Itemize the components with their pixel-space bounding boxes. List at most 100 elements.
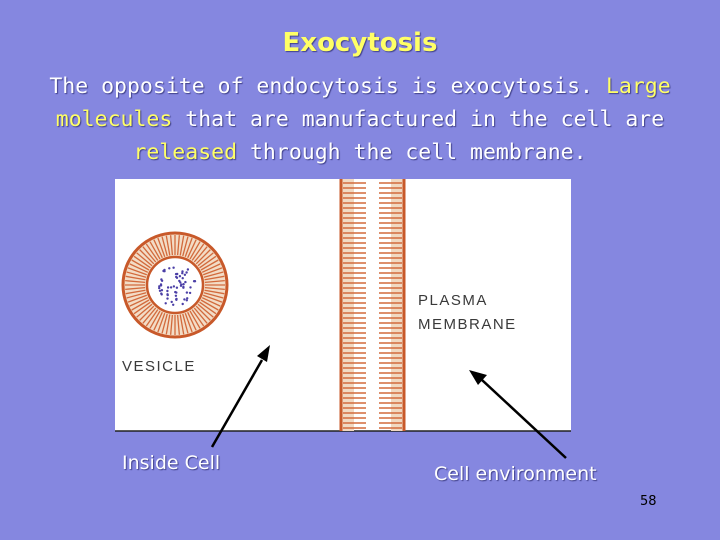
cargo-molecule bbox=[181, 302, 184, 306]
vesicle-lipid-tail bbox=[125, 275, 146, 281]
membrane-label-line2: MEMBRANE bbox=[418, 316, 517, 333]
vesicle-lipid-tail bbox=[193, 246, 208, 263]
vesicle-lipid-tail bbox=[139, 249, 155, 265]
cargo-molecule bbox=[182, 283, 185, 286]
vesicle-lipid-tail bbox=[176, 314, 181, 335]
cargo-molecule bbox=[192, 280, 196, 283]
cargo-molecule bbox=[172, 266, 175, 269]
vesicle-lipid-tail bbox=[126, 271, 147, 278]
cargo-molecule bbox=[158, 286, 161, 290]
cargo-molecule bbox=[164, 302, 167, 305]
cargo-molecule bbox=[185, 271, 188, 274]
cell-environment-label: Cell environment bbox=[434, 463, 597, 485]
vesicle-lipid-tail bbox=[125, 289, 146, 295]
cargo-molecule bbox=[188, 291, 192, 295]
vesicle-lipid-tail bbox=[142, 307, 157, 324]
vesicle-lipid-tail bbox=[142, 246, 157, 263]
vesicle-lipid-tail bbox=[157, 312, 166, 333]
cargo-molecule bbox=[185, 299, 188, 302]
cargo-molecule bbox=[170, 300, 173, 304]
vesicle-cargo-molecules bbox=[158, 266, 197, 306]
vesicle-lipid-tail bbox=[145, 243, 159, 261]
vesicle-lipid-tail bbox=[129, 297, 149, 307]
vesicle-lipid-tail bbox=[153, 239, 163, 259]
arrow-cell-environment bbox=[469, 370, 567, 459]
vesicle-lipid-tail bbox=[184, 237, 193, 258]
slide-title: Exocytosis bbox=[282, 28, 438, 58]
cargo-molecule bbox=[172, 303, 175, 306]
vesicle-lipid-tail bbox=[202, 294, 223, 303]
text-part-5: through the cell membrane. bbox=[249, 140, 587, 165]
cargo-molecule bbox=[181, 277, 184, 280]
vesicle-lipid-tail bbox=[204, 286, 225, 291]
cargo-molecule bbox=[159, 284, 163, 287]
vesicle-lipid-tail bbox=[149, 241, 161, 260]
vesicle-lipid-tail bbox=[203, 292, 224, 299]
vesicle-lipid-tail bbox=[125, 279, 146, 284]
cargo-molecule bbox=[158, 285, 161, 288]
vesicle-lipid-tail bbox=[201, 263, 221, 273]
vesicle-lipid-tail bbox=[161, 313, 168, 334]
vesicle bbox=[121, 231, 229, 339]
highlight-released: released bbox=[133, 140, 238, 165]
vesicle-lipid-tail bbox=[179, 235, 185, 256]
vesicle-lipid-tail bbox=[125, 286, 146, 291]
vesicle-lipid-tail bbox=[197, 252, 214, 267]
inside-cell-label: Inside Cell bbox=[122, 452, 221, 474]
cargo-molecule bbox=[183, 298, 186, 301]
vesicle-lipid-tail bbox=[176, 235, 181, 256]
cargo-molecule bbox=[166, 293, 169, 296]
cargo-molecule bbox=[179, 284, 183, 287]
vesicle-lipid-tail bbox=[201, 297, 221, 307]
arrow-inside-cell bbox=[210, 345, 270, 448]
cargo-molecule bbox=[158, 289, 162, 292]
cargo-molecule bbox=[185, 291, 189, 294]
cargo-molecule bbox=[183, 273, 187, 276]
cargo-molecule bbox=[174, 294, 178, 297]
cargo-molecule bbox=[186, 297, 189, 300]
cargo-molecule bbox=[186, 268, 190, 271]
text-part-3: that are manufactured in the cell are bbox=[185, 107, 665, 132]
vesicle-lipid-tail bbox=[200, 299, 219, 311]
cargo-molecule bbox=[175, 298, 178, 301]
vesicle-lipid-tail bbox=[165, 235, 171, 256]
vesicle-lipid-tail bbox=[191, 243, 205, 261]
vesicle-lipid-tail bbox=[133, 301, 151, 315]
cargo-molecule bbox=[166, 286, 170, 289]
vesicle-lipid-tail bbox=[131, 259, 150, 271]
page-number: 58 bbox=[640, 494, 657, 509]
vesicle-lipid-tail bbox=[165, 314, 171, 335]
vesicle-lipid-tail bbox=[195, 249, 211, 265]
vesicle-lipid-tail bbox=[202, 267, 223, 276]
cargo-molecule bbox=[175, 291, 178, 294]
cargo-molecule bbox=[189, 286, 192, 289]
vesicle-lipid-tail bbox=[127, 267, 148, 276]
cargo-molecule bbox=[179, 281, 182, 284]
cargo-molecule bbox=[160, 279, 164, 282]
vesicle-label: VESICLE bbox=[122, 358, 196, 375]
cargo-molecule bbox=[175, 286, 179, 289]
cargo-molecule bbox=[175, 276, 179, 279]
vesicle-lipid-tail bbox=[126, 292, 147, 299]
vesicle-lipid-tail bbox=[199, 255, 217, 269]
cargo-molecule bbox=[166, 297, 169, 300]
cargo-molecule bbox=[184, 280, 187, 284]
vesicle-lipid-tail bbox=[191, 309, 205, 327]
cargo-molecule bbox=[172, 285, 176, 288]
vesicle-lipid-tail bbox=[195, 305, 211, 321]
cargo-molecule bbox=[182, 285, 185, 289]
cargo-molecule bbox=[169, 286, 173, 289]
cargo-molecule bbox=[178, 275, 182, 278]
vesicle-lipid-tail bbox=[127, 294, 148, 303]
vesicle-lipid-tail bbox=[204, 289, 225, 295]
cargo-molecule bbox=[162, 269, 165, 273]
cargo-molecule bbox=[168, 267, 171, 270]
cargo-molecule bbox=[174, 272, 178, 276]
text-part-1: The opposite of endocytosis is exocytosi… bbox=[49, 74, 593, 99]
vesicle-lipid-tail bbox=[129, 263, 149, 273]
membrane-lipid-tails bbox=[343, 182, 402, 429]
vesicle-lipid-layer bbox=[125, 235, 225, 335]
membrane-label-line1: PLASMA bbox=[418, 292, 488, 309]
vesicle-lipid-tail bbox=[169, 314, 174, 335]
